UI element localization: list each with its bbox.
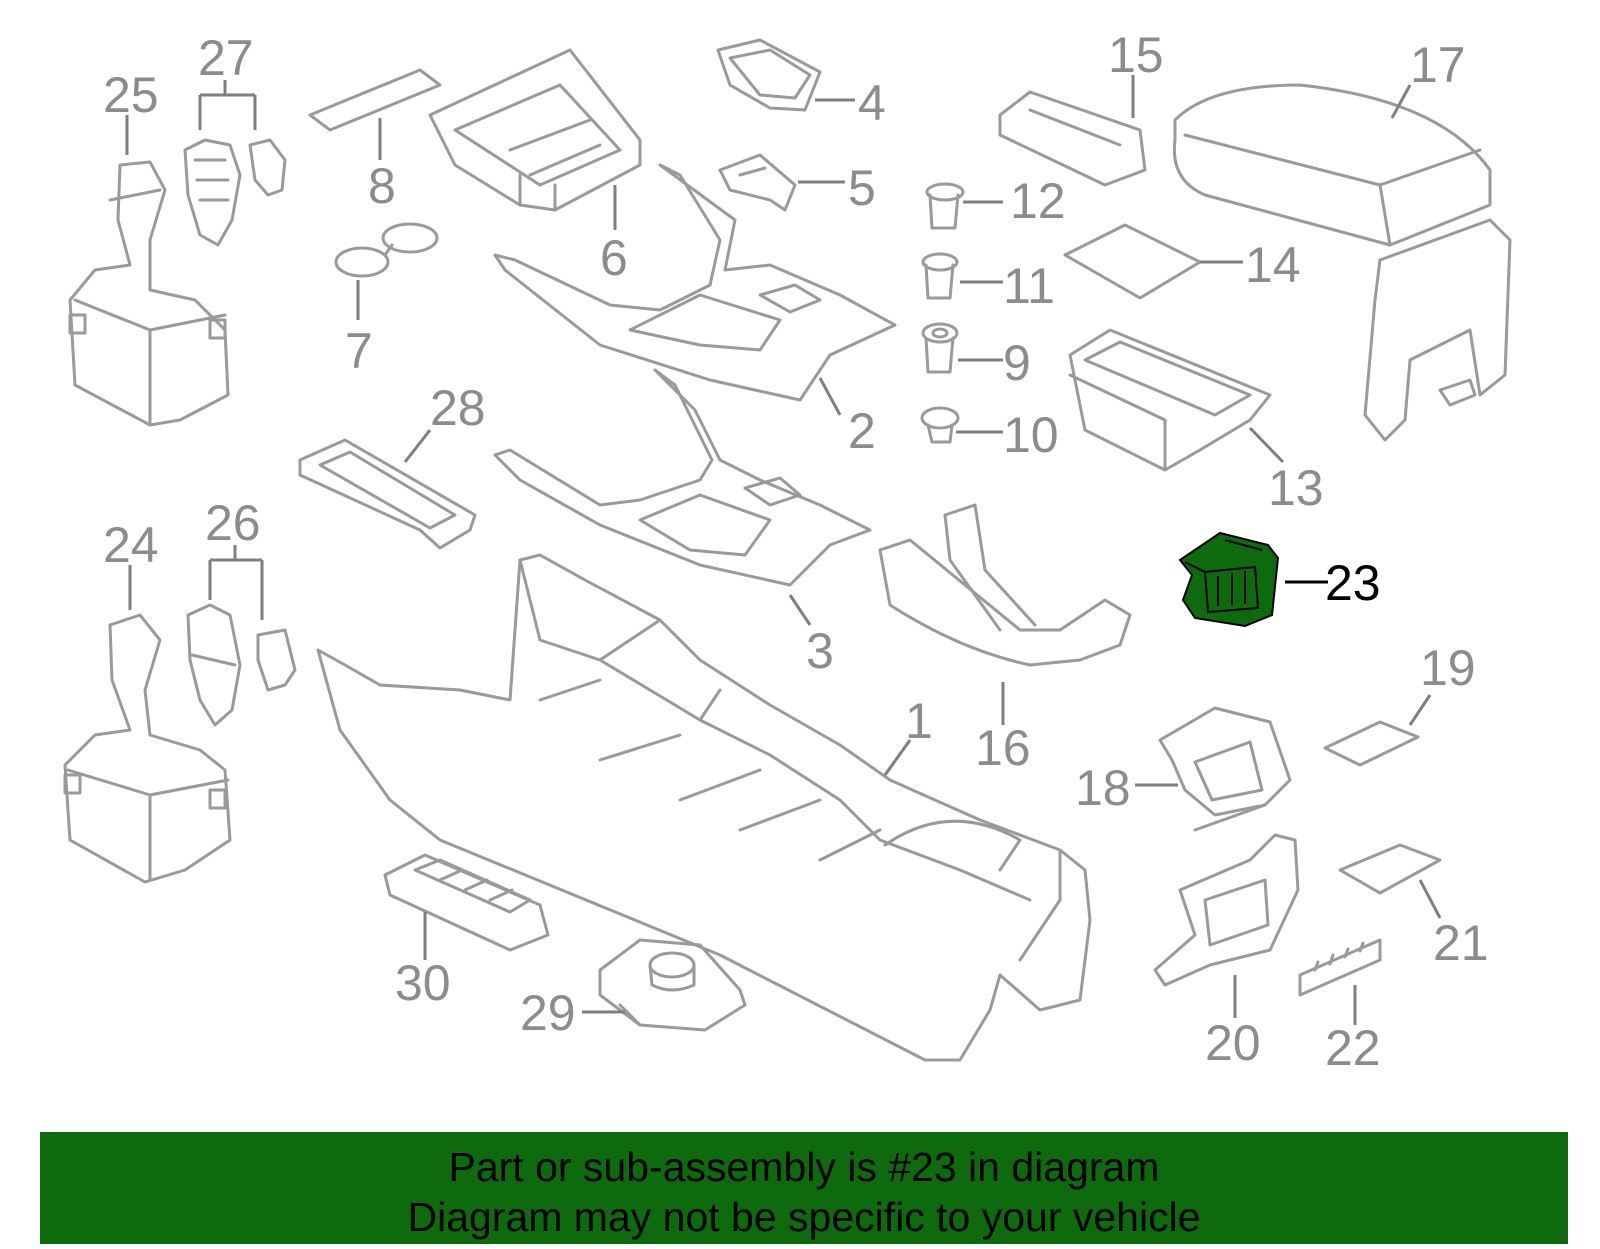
banner-line-1: Part or sub-assembly is #23 in diagram <box>448 1144 1160 1190</box>
callout-24: 24 <box>103 517 159 573</box>
callout-18: 18 <box>1075 760 1131 816</box>
callout-11: 11 <box>1003 258 1055 314</box>
callout-23: 23 <box>1325 555 1381 611</box>
part-22-strip[interactable] <box>1298 938 1382 997</box>
part-19-pad[interactable] <box>1323 720 1420 767</box>
callout-19: 19 <box>1420 640 1476 696</box>
callout-9: 9 <box>1003 335 1031 391</box>
callout-15: 15 <box>1108 27 1164 83</box>
callout-22: 22 <box>1325 1020 1381 1076</box>
callout-29: 29 <box>520 985 576 1041</box>
callout-7: 7 <box>345 323 373 379</box>
callout-16: 16 <box>975 720 1031 776</box>
callout-3: 3 <box>806 623 834 679</box>
part-11-plug[interactable] <box>921 252 959 300</box>
callout-6: 6 <box>600 230 628 286</box>
part-14-pad[interactable] <box>1063 223 1202 300</box>
part-3-trim-panel[interactable] <box>493 368 872 587</box>
callout-1: 1 <box>905 693 933 749</box>
callout-14: 14 <box>1245 237 1301 293</box>
part-26-trim-covers[interactable] <box>186 603 297 727</box>
part-20-vent-bezel[interactable] <box>1153 833 1300 987</box>
part-8-trim-strip[interactable] <box>308 68 442 132</box>
callout-labels: 1 2 3 4 5 6 7 8 9 10 11 12 13 14 15 16 1… <box>103 27 1489 1076</box>
callout-26: 26 <box>205 495 261 551</box>
callout-8: 8 <box>368 158 396 214</box>
callout-2: 2 <box>848 403 876 459</box>
part-25-shifter[interactable] <box>68 160 230 427</box>
part-1-center-console[interactable] <box>316 553 1092 1062</box>
banner-line-2: Diagram may not be specific to your vehi… <box>407 1194 1201 1240</box>
part-28-tray[interactable] <box>298 438 477 550</box>
callout-10: 10 <box>1003 407 1059 463</box>
part-17-armrest[interactable] <box>1172 83 1512 442</box>
part-9-plug[interactable] <box>921 322 959 374</box>
part-16-bracket[interactable] <box>878 503 1132 667</box>
callout-5: 5 <box>848 160 876 216</box>
callout-30: 30 <box>395 955 451 1011</box>
leader-lines <box>125 75 1442 1025</box>
part-4-pocket[interactable] <box>716 38 822 112</box>
part-23-air-vent[interactable] <box>1178 531 1280 628</box>
part-6-storage-tray[interactable] <box>428 48 642 212</box>
part-27-trim-covers[interactable] <box>183 138 287 247</box>
part-13-storage-bin[interactable] <box>1068 328 1272 472</box>
part-12-plug[interactable] <box>925 182 965 230</box>
info-banner: Part or sub-assembly is #23 in diagram D… <box>40 1132 1568 1244</box>
callout-17: 17 <box>1410 37 1466 93</box>
part-7-cup-rings[interactable] <box>334 222 439 278</box>
part-2-trim-panel[interactable] <box>493 163 897 402</box>
part-10-plug[interactable] <box>920 406 960 444</box>
part-30-switch-block[interactable] <box>383 853 550 952</box>
callout-25: 25 <box>103 67 159 123</box>
part-29-controller[interactable] <box>598 938 747 1032</box>
callout-27: 27 <box>198 30 254 86</box>
callout-28: 28 <box>430 380 486 436</box>
callout-12: 12 <box>1010 173 1066 229</box>
part-15-bracket[interactable] <box>998 90 1147 187</box>
callout-20: 20 <box>1205 1015 1261 1071</box>
callout-21: 21 <box>1433 915 1489 971</box>
part-24-shifter[interactable] <box>63 613 232 884</box>
part-18-vent-frame[interactable] <box>1158 706 1292 832</box>
callout-4: 4 <box>858 75 886 131</box>
part-21-pad[interactable] <box>1338 843 1442 895</box>
part-5-bracket[interactable] <box>718 153 797 212</box>
callout-13: 13 <box>1268 460 1324 516</box>
